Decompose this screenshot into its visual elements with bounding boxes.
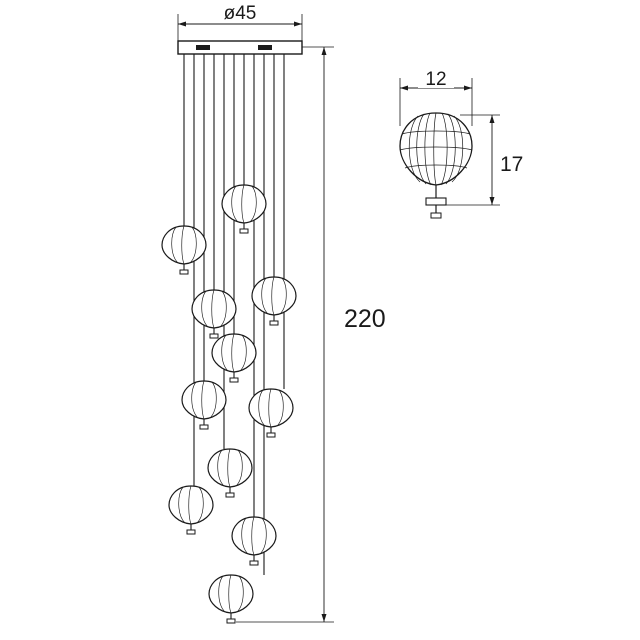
pendant-shade — [168, 485, 214, 535]
height-dimension-label: 220 — [344, 305, 386, 333]
detail-height-dimension: 17 — [446, 114, 528, 206]
main-view: ø45 220 — [161, 3, 400, 624]
pendant-shade — [208, 574, 254, 624]
pendant-shade — [251, 276, 297, 326]
height-dimension: 220 — [236, 46, 400, 623]
pendant-shade — [211, 333, 257, 383]
pendant-shade — [191, 289, 237, 339]
pendant-shade — [231, 516, 277, 566]
diameter-dimension: ø45 — [177, 3, 303, 41]
suspension-cords — [183, 54, 285, 575]
pendant-shades — [161, 184, 297, 624]
pendant-shade — [221, 184, 267, 234]
detail-width-label: 12 — [425, 69, 446, 90]
pendant-shade — [181, 380, 227, 430]
pendant-shade — [161, 225, 207, 275]
detail-view: 12 17 — [399, 69, 528, 219]
detail-shade — [399, 112, 473, 219]
ceiling-canopy — [177, 40, 303, 55]
pendant-shade — [207, 448, 253, 498]
detail-width-dimension: 12 — [399, 69, 473, 126]
detail-height-label: 17 — [500, 153, 523, 176]
diameter-dimension-label: ø45 — [224, 3, 257, 24]
pendant-shade — [248, 388, 294, 438]
